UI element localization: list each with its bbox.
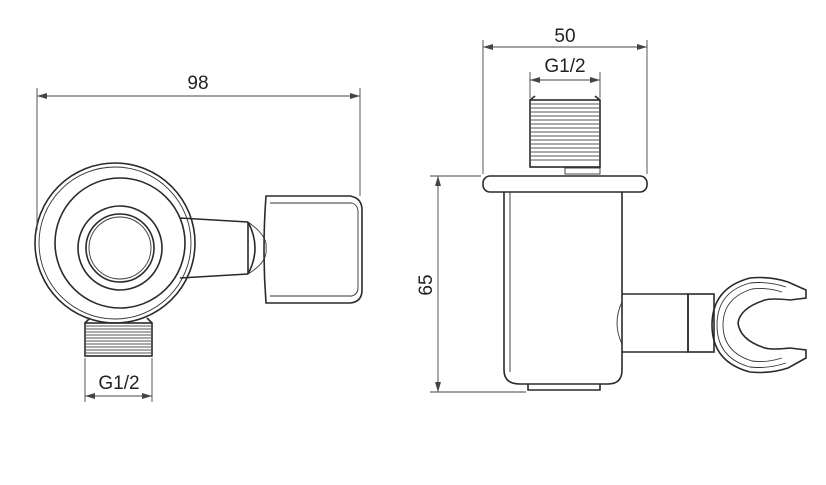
front-thread-label: G1/2: [98, 373, 139, 394]
side-width-label: 50: [554, 26, 575, 47]
side-thread-lines: [531, 103, 599, 161]
front-view: [34, 88, 363, 402]
side-view: [430, 40, 807, 393]
side-thread-label: G1/2: [544, 56, 585, 77]
front-width-label: 98: [187, 73, 208, 94]
side-height-label: 65: [416, 274, 437, 295]
front-thread-lines: [86, 325, 151, 354]
